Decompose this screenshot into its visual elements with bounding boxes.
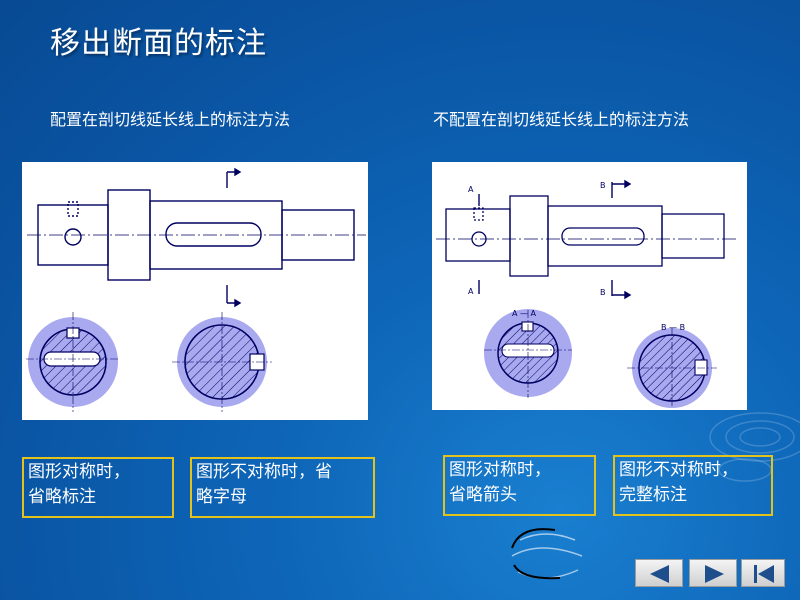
first-page-icon — [754, 565, 774, 583]
cut-marks — [226, 167, 242, 308]
note-line: 完整标注 — [619, 485, 687, 505]
label-a-bottom: A — [468, 287, 474, 296]
section-b — [627, 328, 717, 408]
triangle-right-icon — [705, 565, 724, 583]
note-line: 省略箭头 — [449, 485, 517, 505]
label-b-bottom: B — [600, 288, 606, 297]
section-a-label: A — A — [512, 309, 537, 318]
shaft-drawing — [37, 189, 355, 281]
shaft-drawing-right — [445, 195, 725, 277]
section-a — [484, 309, 572, 398]
page-title: 移出断面的标注 — [50, 26, 267, 61]
right-subtitle: 不配置在剖切线延长线上的标注方法 — [433, 110, 690, 129]
note-symmetric-omit-label: 图形对称时， 省略标注 — [22, 457, 174, 518]
label-a-top: A — [468, 185, 474, 194]
next-slide-button[interactable] — [689, 559, 737, 587]
note-asymmetric-omit-letter: 图形不对称时，省 略字母 — [190, 457, 375, 518]
cut-marks-right — [478, 179, 632, 300]
note-line: 图形不对称时，省 — [196, 462, 332, 482]
first-slide-button[interactable] — [741, 559, 785, 587]
section-asymmetric — [172, 312, 272, 412]
section-symmetric — [26, 312, 120, 412]
note-line: 图形不对称时， — [619, 460, 738, 480]
note-line: 图形对称时， — [28, 462, 130, 482]
note-line: 图形对称时， — [449, 460, 551, 480]
left-subtitle: 配置在剖切线延长线上的标注方法 — [50, 110, 291, 129]
note-line: 略字母 — [196, 487, 247, 507]
label-b-top: B — [600, 181, 606, 190]
triangle-left-icon — [650, 565, 669, 583]
note-line: 省略标注 — [28, 487, 96, 507]
previous-slide-button[interactable] — [635, 559, 683, 587]
section-b-label: B — B — [661, 323, 685, 332]
note-symmetric-omit-arrow: 图形对称时， 省略箭头 — [443, 455, 596, 516]
note-asymmetric-full-label: 图形不对称时， 完整标注 — [613, 455, 773, 516]
right-drawing-panel: A A B B A — A B — B — [432, 162, 747, 410]
left-drawing-panel — [22, 162, 368, 420]
